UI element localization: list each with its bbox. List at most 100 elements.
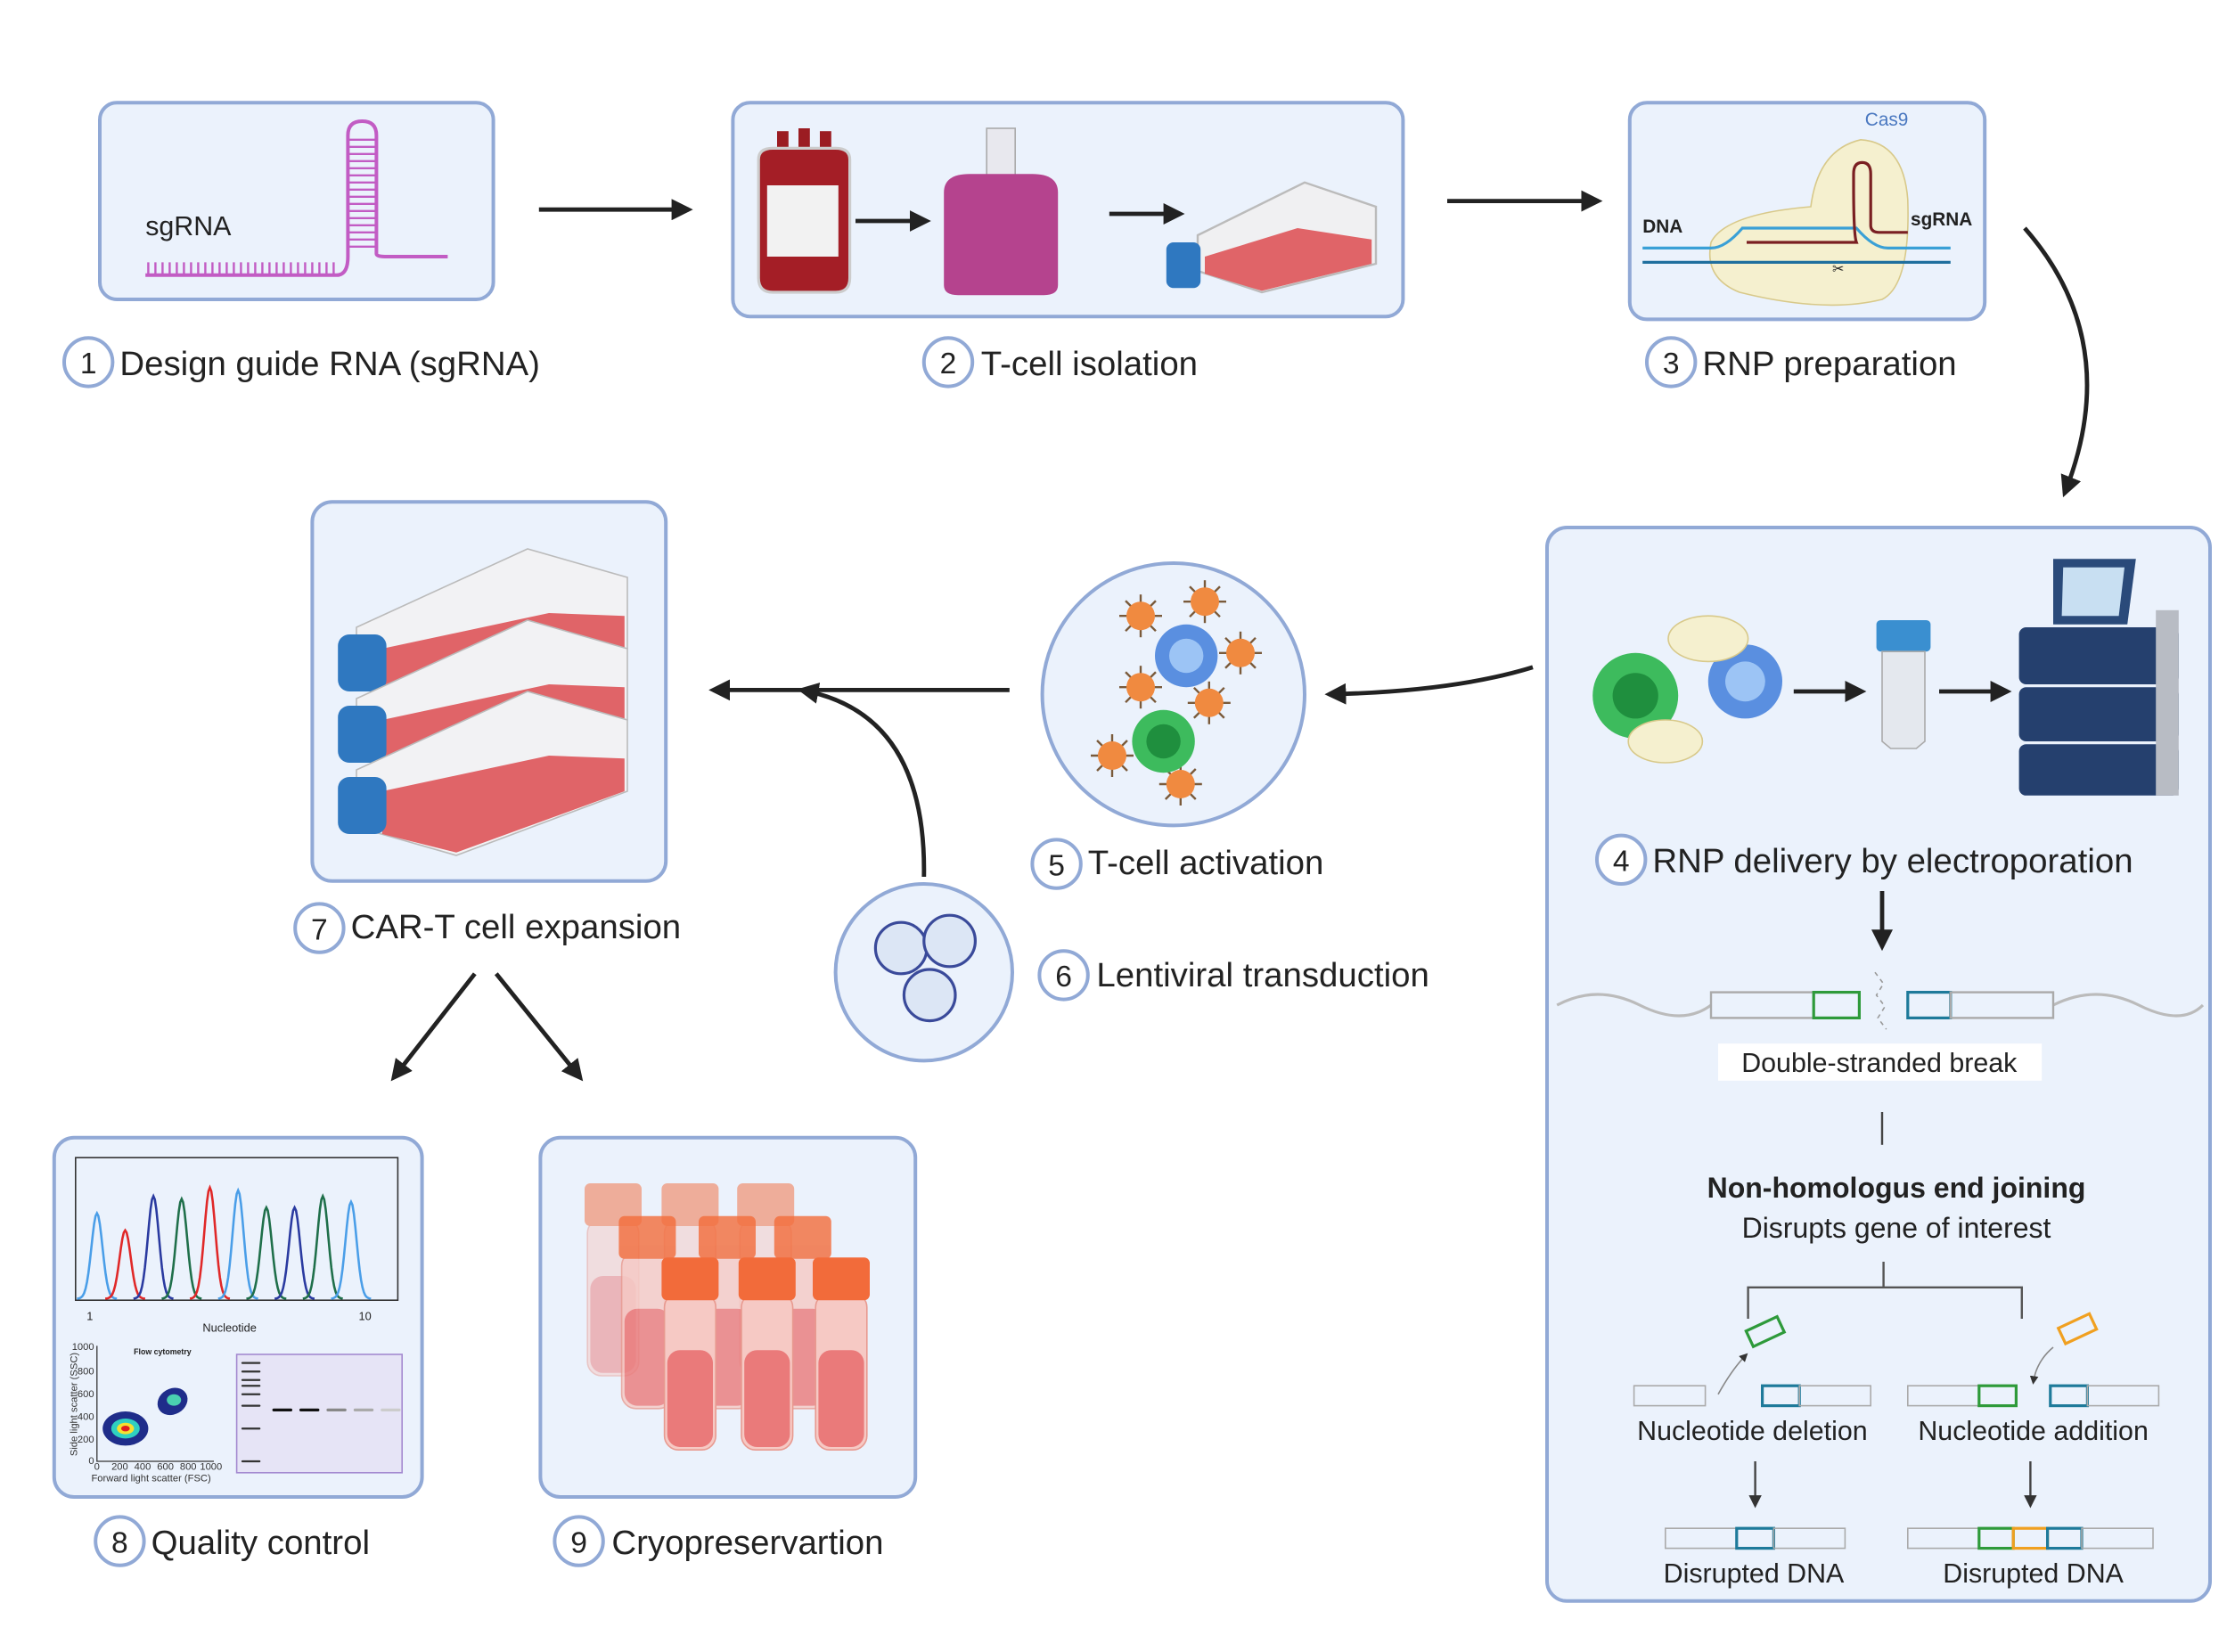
break-label: Double-stranded break: [1741, 1048, 2018, 1078]
disrupted-dna-left-label: Disrupted DNA: [1664, 1558, 1845, 1589]
step-number: 6: [1055, 961, 1072, 994]
disrupted-dna-deletion-icon: [1665, 1526, 1846, 1550]
step4-label: 4 RNP delivery by electroporation: [1595, 833, 2133, 887]
vial-cap: [813, 1257, 870, 1301]
deletion-label: Nucleotide deletion: [1637, 1416, 1868, 1446]
lentivirus-icon: [873, 913, 978, 1023]
chromatogram-tick: 10: [358, 1310, 371, 1323]
step-number-badge: [1030, 838, 1083, 890]
activation-bead: [1098, 741, 1126, 770]
activation-bead: [1191, 587, 1219, 617]
step3-panel: Cas9 ✂ DNA sgRNA: [1627, 101, 1987, 322]
step-title: T-cell activation: [1088, 844, 1324, 882]
step-number-badge: [553, 1515, 605, 1567]
activation-beads-icon: [1091, 580, 1262, 806]
step-title: Lentiviral transduction: [1096, 956, 1429, 994]
step-number-badge: [62, 336, 115, 388]
dna-double-strand-break-icon: [1556, 971, 2205, 1030]
vial-cap: [774, 1215, 831, 1259]
break-label-box: [1718, 1043, 2043, 1081]
activation-bead: [1126, 601, 1155, 631]
chromatogram-tick: 1: [86, 1310, 93, 1323]
chromatogram-peak: [274, 1205, 315, 1300]
quality-control-panel: 1 10 Nucleotide Flow cytometry Side ligh…: [52, 1135, 424, 1499]
vial-cap: [661, 1257, 719, 1301]
sgrna-guide-icon: [1747, 160, 1908, 244]
dna-strand-icon: [1642, 226, 1951, 264]
cryopreservation-panel: [538, 1135, 918, 1499]
activation-bead: [1194, 688, 1224, 717]
step-number: 1: [80, 348, 97, 380]
chromatogram-peak: [302, 1193, 343, 1300]
step-number-badge: [94, 1515, 146, 1567]
flask-cap: [338, 706, 387, 763]
chromatogram-xlabel: Nucleotide: [202, 1321, 256, 1334]
vial-liquid: [744, 1350, 790, 1447]
sgrna-label: sgRNA: [1911, 209, 1972, 230]
step2-label: 2 T-cell isolation: [921, 336, 1198, 388]
step-number-badge: [1037, 949, 1090, 1002]
cryovial: [661, 1257, 719, 1451]
step-number: 8: [111, 1526, 128, 1559]
activation-bead: [1126, 673, 1155, 702]
branch-bracket: [1747, 1262, 2023, 1319]
step3-label: 3 RNP preparation: [1645, 336, 1957, 388]
flask-media: [381, 756, 625, 853]
flow-ytick: 0: [88, 1456, 94, 1467]
step2-panel: [731, 101, 1405, 319]
nhej-subtitle: Disrupts gene of interest: [1742, 1212, 2051, 1244]
step-number-badge: [1595, 833, 1648, 887]
activation-bead: [1166, 770, 1195, 798]
vial-liquid: [667, 1350, 713, 1447]
flow-xtick: 600: [157, 1462, 174, 1473]
disrupted-dna-right-label: Disrupted DNA: [1943, 1558, 2124, 1589]
step8-label: 8 Quality control: [94, 1515, 370, 1567]
step-number-badge: [1645, 336, 1698, 388]
blood-bag-icon: [757, 128, 852, 294]
flow-xtick: 0: [94, 1462, 100, 1473]
nucleotide-addition-icon: [1907, 1312, 2160, 1408]
flow-ytick: 200: [78, 1435, 94, 1445]
lentiviral-panel: [833, 882, 1014, 1063]
cas9-label: Cas9: [1865, 110, 1909, 130]
step-title: T-cell isolation: [981, 345, 1198, 383]
step1-label: 1 Design guide RNA (sgRNA): [62, 336, 540, 388]
step7-label: 7 CAR-T cell expansion: [293, 902, 682, 954]
car-t-expansion-panel: [310, 500, 668, 883]
flow-ylabel: Side light scatter (SSC): [69, 1353, 79, 1457]
step1-panel: sgRNA: [98, 101, 495, 301]
step-title: Cryopreservartion: [611, 1524, 883, 1562]
chromatogram-peak: [217, 1187, 258, 1300]
flow-title: Flow cytometry: [134, 1347, 192, 1356]
flask-cap: [338, 634, 387, 691]
flow-xtick: 400: [135, 1462, 151, 1473]
dna-label: DNA: [1642, 217, 1682, 237]
vial-liquid: [818, 1350, 864, 1447]
vial-liquid: [624, 1308, 670, 1406]
chromatogram-peak: [189, 1184, 231, 1300]
cryovials-icon: [585, 1183, 870, 1451]
separation-bottle-icon: [944, 127, 1059, 296]
step-number: 5: [1048, 849, 1065, 882]
step-number-badge: [921, 336, 975, 388]
step-title: Quality control: [151, 1524, 370, 1562]
disrupted-dna-addition-icon: [1907, 1526, 2154, 1550]
arrow-7-to-9: [494, 972, 584, 1082]
vial-cap: [661, 1183, 719, 1226]
cryovial: [618, 1215, 676, 1410]
flask-cap: [338, 777, 387, 834]
nucleotide-deletion-icon: [1633, 1314, 1872, 1408]
culture-flask-icon: [1166, 181, 1378, 294]
chromatogram-peak: [133, 1193, 174, 1300]
cryovial: [813, 1257, 870, 1451]
flow-cytometry-plot: Flow cytometry Side light scatter (SSC) …: [69, 1342, 222, 1484]
step-number: 9: [570, 1526, 587, 1559]
step-title: RNP preparation: [1702, 345, 1956, 383]
step-title: CAR-T cell expansion: [351, 908, 682, 946]
arrow-7-to-8: [390, 972, 477, 1082]
t-cells-with-rnp-icon: [1592, 615, 1782, 764]
nhej-title: Non-homologus end joining: [1707, 1172, 2086, 1204]
electroporation-cuvette-icon: [1876, 620, 1931, 749]
